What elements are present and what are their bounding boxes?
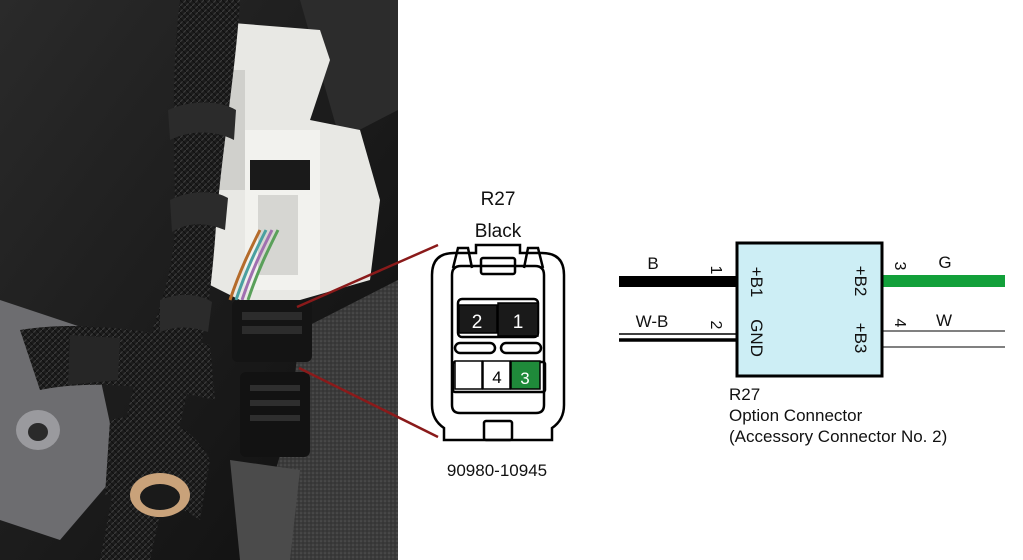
pin-cell xyxy=(482,360,511,390)
pin-cell xyxy=(458,304,498,334)
pin-number: 2 xyxy=(472,312,483,333)
caption-id: R27 xyxy=(729,385,760,404)
pin-number: 1 xyxy=(707,266,724,275)
pin-number: 2 xyxy=(707,321,724,330)
wire-color-code: G xyxy=(938,253,951,272)
leader-line-bottom xyxy=(298,366,439,439)
leader-line-top xyxy=(296,243,439,309)
pin-cell xyxy=(510,360,541,390)
wire-b xyxy=(619,276,739,287)
pin-number: 1 xyxy=(513,312,524,333)
wire-color-code: W-B xyxy=(636,312,669,331)
connector-id-label: R27 xyxy=(481,189,516,210)
wire-g xyxy=(880,275,1005,287)
wire-color-code: W xyxy=(936,311,952,330)
connector-color-label: Black xyxy=(475,221,522,242)
terminal-label: +B3 xyxy=(851,323,870,354)
terminal-label: GND xyxy=(747,319,766,357)
caption-subtitle: (Accessory Connector No. 2) xyxy=(729,427,947,446)
pin-cell xyxy=(497,302,539,337)
wire-color-code: B xyxy=(647,254,658,273)
harness-photo xyxy=(0,0,398,560)
connector-block xyxy=(735,241,884,378)
caption-title: Option Connector xyxy=(729,406,863,425)
pin-cell xyxy=(454,360,483,390)
pin-number: 4 xyxy=(891,319,908,328)
connector-face xyxy=(430,243,566,442)
pin-number: 4 xyxy=(492,368,501,387)
pin-number: 3 xyxy=(520,369,529,388)
terminal-label: +B2 xyxy=(851,266,870,297)
wire-w-b xyxy=(619,333,739,342)
wire-w xyxy=(880,330,1005,348)
part-number-label: 90980-10945 xyxy=(447,461,547,480)
connector-pins: 2 1 4 3 xyxy=(454,302,541,390)
pin-number: 3 xyxy=(891,262,908,271)
terminal-label: +B1 xyxy=(747,267,766,298)
